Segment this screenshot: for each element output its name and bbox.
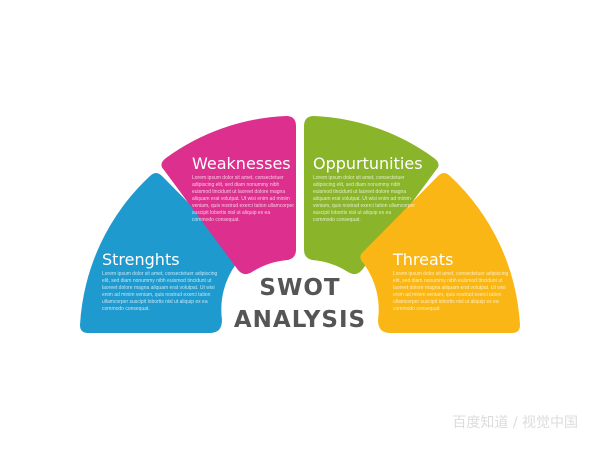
strengths-title: Strenghts [102,250,180,269]
svg-text:enim ad minim veniam, quis nos: enim ad minim veniam, quis nostrud exerc… [393,292,502,298]
svg-text:adipiscing elit, sed diam nonu: adipiscing elit, sed diam nonummy nibh [192,182,279,188]
center-title-analysis: ANALYSIS [234,307,366,333]
opportunities-title: Oppurtunities [313,154,423,173]
svg-text:adipiscing elit, sed diam nonu: adipiscing elit, sed diam nonummy nibh [313,182,400,188]
svg-text:enim ad minim veniam, quis nos: enim ad minim veniam, quis nostrud exerc… [102,292,211,298]
svg-text:veniam, quis nostrud exerci ta: veniam, quis nostrud exerci tation ullam… [192,203,294,209]
svg-text:euismod tincidunt ut laoreet d: euismod tincidunt ut laoreet dolore magn… [192,189,285,195]
svg-text:ullamcorper suscipit lobortis: ullamcorper suscipit lobortis nisl ut al… [393,299,499,305]
svg-text:aliquam erat volutpat. Ut wisi: aliquam erat volutpat. Ut wisi enim ad m… [192,196,290,202]
svg-text:laoreet dolore magna aliquam e: laoreet dolore magna aliquam erat volutp… [393,285,506,291]
svg-text:euismod tincidunt ut laoreet d: euismod tincidunt ut laoreet dolore magn… [313,189,406,195]
svg-text:Lorem ipsum dolor sit amet, co: Lorem ipsum dolor sit amet, consectetuer [313,175,405,181]
svg-text:veniam, quis nostrud exerci ta: veniam, quis nostrud exerci tation ullam… [313,203,415,209]
weaknesses-body: Lorem ipsum dolor sit amet, consectetuer… [192,175,294,223]
svg-text:Lorem ipsum dolor sit amet, co: Lorem ipsum dolor sit amet, consectetuer… [102,271,218,277]
svg-text:laoreet dolore magna aliquam e: laoreet dolore magna aliquam erat volutp… [102,285,215,291]
segment-opportunities [304,116,439,275]
strengths-body: Lorem ipsum dolor sit amet, consectetuer… [102,271,218,312]
segment-strengths [80,173,240,333]
svg-text:elit, sed diam nonummy nibh eu: elit, sed diam nonummy nibh euismod tinc… [393,278,503,284]
weaknesses-title: Weaknesses [192,154,291,173]
threats-body: Lorem ipsum dolor sit amet, consectetuer… [393,271,509,312]
svg-text:elit, sed diam nonummy nibh eu: elit, sed diam nonummy nibh euismod tinc… [102,278,212,284]
svg-text:commodo consequat.: commodo consequat. [192,217,240,223]
svg-text:ullamcorper suscipit lobortis: ullamcorper suscipit lobortis nisl ut al… [102,299,208,305]
svg-text:suscipit lobortis nisl ut aliq: suscipit lobortis nisl ut aliquip ex ea [313,210,391,216]
threats-title: Threats [392,250,453,269]
svg-text:suscipit lobortis nisl ut aliq: suscipit lobortis nisl ut aliquip ex ea [192,210,270,216]
segment-threats [360,173,520,333]
svg-text:aliquam erat volutpat. Ut wisi: aliquam erat volutpat. Ut wisi enim ad m… [313,196,411,202]
opportunities-body: Lorem ipsum dolor sit amet, consectetuer… [313,175,415,223]
svg-text:commodo consequat.: commodo consequat. [393,306,441,312]
center-title-swot: SWOT [259,275,340,301]
svg-text:commodo consequat.: commodo consequat. [313,217,361,223]
svg-text:Lorem ipsum dolor sit amet, co: Lorem ipsum dolor sit amet, consectetuer [192,175,284,181]
segment-weaknesses [161,116,296,275]
watermark: 百度知道 / 视觉中国 [452,415,578,431]
svg-text:commodo consequat.: commodo consequat. [102,306,150,312]
svg-text:Lorem ipsum dolor sit amet, co: Lorem ipsum dolor sit amet, consectetuer… [393,271,509,277]
